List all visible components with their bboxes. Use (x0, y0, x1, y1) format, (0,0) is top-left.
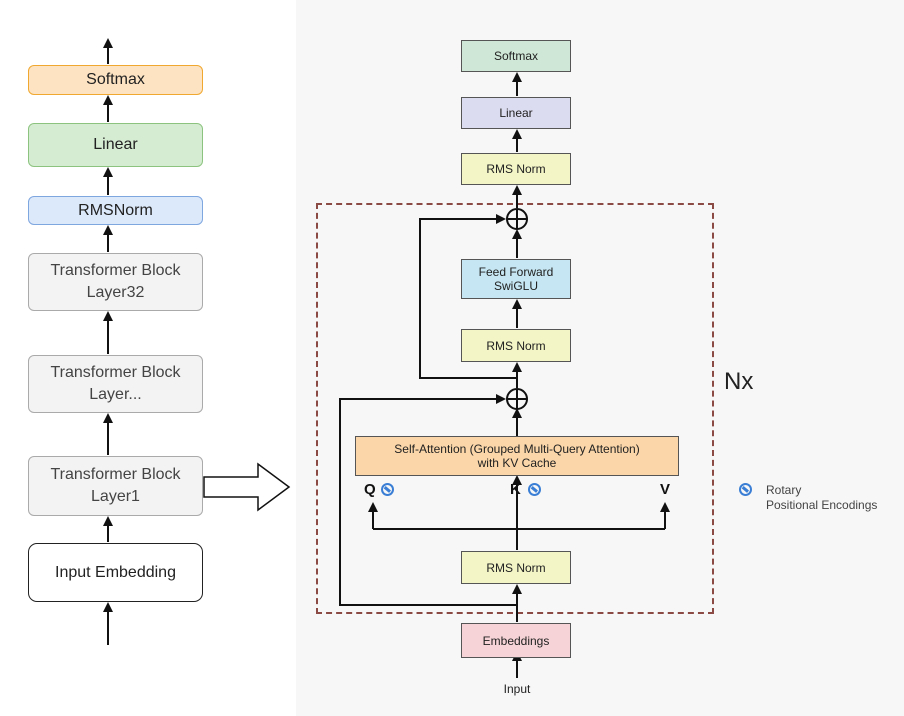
rms-norm-mid-label: RMS Norm (486, 338, 546, 353)
feed-forward-label: Feed Forward SwiGLU (478, 265, 554, 293)
embeddings-box: Embeddings (461, 623, 571, 658)
rotary-legend-icon (739, 483, 752, 496)
left-blockdots-label: Transformer Block Layer... (50, 364, 181, 403)
left-transformer-block-32: Transformer Block Layer32 (28, 253, 203, 311)
embeddings-label: Embeddings (482, 633, 550, 648)
nx-repeat-region (316, 203, 714, 614)
self-attention-box: Self-Attention (Grouped Multi-Query Atte… (355, 436, 679, 476)
linear-label: Linear (499, 106, 533, 120)
softmax-label: Softmax (493, 49, 538, 63)
linear-box: Linear (461, 97, 571, 129)
softmax-box: Softmax (461, 40, 571, 72)
right-panel-background (296, 0, 904, 716)
feed-forward-box: Feed Forward SwiGLU (461, 259, 571, 299)
k-label: K (510, 481, 521, 498)
left-transformer-block-1: Transformer Block Layer1 (28, 456, 203, 516)
left-input-embedding-box: Input Embedding (28, 543, 203, 602)
left-rmsnorm-box: RMSNorm (28, 196, 203, 225)
input-label: Input (503, 682, 531, 696)
nx-label: Nx (724, 368, 754, 395)
rotary-legend-text: Rotary Positional Encodings (766, 483, 878, 512)
rotary-k-icon (528, 483, 541, 496)
left-rmsnorm-label: RMSNorm (78, 201, 153, 219)
rms-norm-bottom-label: RMS Norm (486, 560, 546, 575)
rms-norm-top-label: RMS Norm (486, 162, 546, 176)
add-circles (506, 208, 528, 410)
left-linear-label: Linear (93, 136, 138, 153)
rotary-q-icon (381, 483, 394, 496)
rms-norm-mid-box: RMS Norm (461, 329, 571, 362)
left-softmax-box: Softmax (28, 65, 203, 95)
left-linear-box: Linear (28, 123, 203, 167)
rms-norm-bottom-box: RMS Norm (461, 551, 571, 584)
self-attention-label: Self-Attention (Grouped Multi-Query Atte… (394, 442, 640, 470)
rms-norm-top-box: RMS Norm (461, 153, 571, 185)
v-label: V (660, 481, 671, 498)
left-block32-label: Transformer Block Layer32 (50, 262, 181, 301)
left-softmax-label: Softmax (86, 71, 145, 88)
left-transformer-block-dots: Transformer Block Layer... (28, 355, 203, 413)
q-label: Q (364, 481, 376, 498)
left-block1-label: Transformer Block Layer1 (50, 466, 181, 505)
left-embedding-label: Input Embedding (55, 563, 176, 581)
